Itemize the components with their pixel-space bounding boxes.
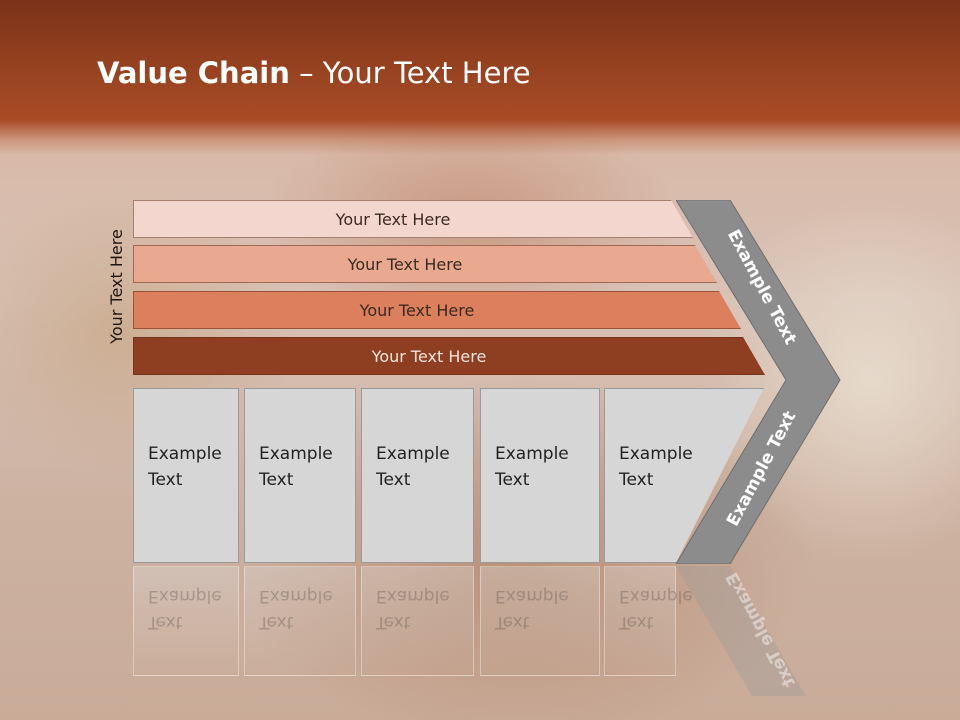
column-3-reflection-line2: Text <box>376 612 411 632</box>
column-4-reflection-line2: Text <box>495 612 530 632</box>
column-5-line1: Example <box>619 444 693 464</box>
band-1-text: Your Text Here <box>335 209 451 229</box>
band-1: Your Text Here <box>133 200 693 238</box>
column-5-line2: Text <box>619 470 654 490</box>
column-4-reflection: Text Example <box>480 566 600 676</box>
column-2-line1: Example <box>259 444 333 464</box>
column-1-reflection: Text Example <box>133 566 239 676</box>
column-2-reflection: Text Example <box>244 566 356 676</box>
column-4-reflection-line1: Example <box>495 586 569 606</box>
column-1-line2: Text <box>148 470 183 490</box>
chevron-reflection-shape <box>676 566 806 696</box>
column-2-reflection-line2: Text <box>259 612 294 632</box>
column-3-line2: Text <box>376 470 411 490</box>
chevron-shape <box>676 200 841 564</box>
band-2: Your Text Here <box>133 245 717 283</box>
header-bar <box>0 0 960 155</box>
slide-title: Value Chain – Your Text Here <box>97 56 531 90</box>
band-2-text: Your Text Here <box>347 254 463 274</box>
column-1-line1: Example <box>148 444 222 464</box>
band-3: Your Text Here <box>133 291 741 329</box>
column-4-line2: Text <box>495 470 530 490</box>
chevron-reflection <box>676 566 806 696</box>
column-1-reflection-line1: Example <box>148 586 222 606</box>
column-3-reflection-line1: Example <box>376 586 450 606</box>
chevron-arrow <box>676 200 841 564</box>
vertical-label-text: Your Text Here <box>106 228 126 344</box>
column-4-line1: Example <box>495 444 569 464</box>
title-rest: – Your Text Here <box>289 56 531 90</box>
vertical-label: Your Text Here <box>106 220 126 352</box>
title-bold: Value Chain <box>97 56 290 90</box>
column-3-line1: Example <box>376 444 450 464</box>
column-2-line2: Text <box>259 470 294 490</box>
band-4-text: Your Text Here <box>371 346 487 366</box>
column-1-reflection-line2: Text <box>148 612 183 632</box>
band-4: Your Text Here <box>133 337 765 375</box>
band-3-text: Your Text Here <box>359 300 475 320</box>
column-2-reflection-line1: Example <box>259 586 333 606</box>
column-3-reflection: Text Example <box>361 566 474 676</box>
